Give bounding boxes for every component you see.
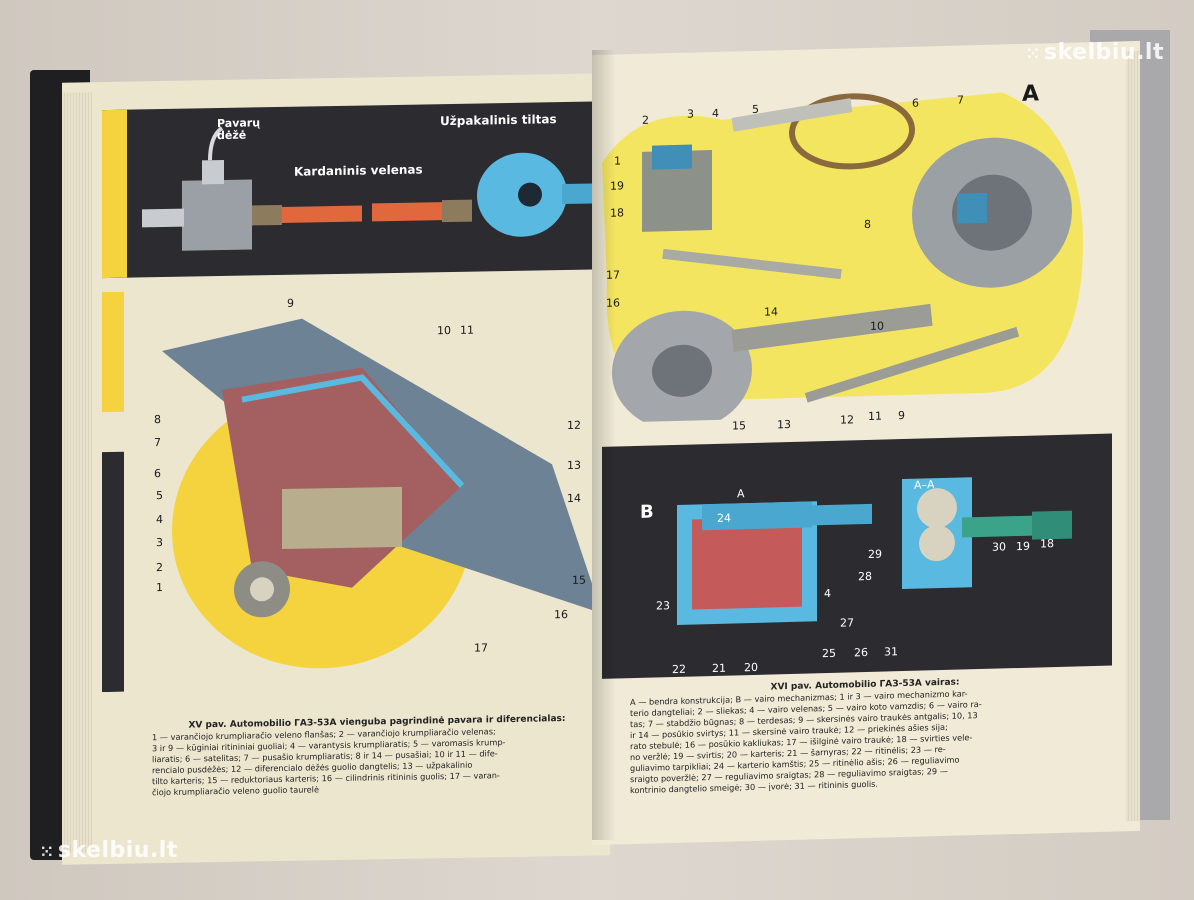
num-2: 2	[156, 561, 163, 575]
num-12: 12	[567, 418, 581, 432]
b-num-21: 21	[712, 661, 726, 676]
a-num-9: 9	[898, 408, 905, 423]
a-num-3: 3	[687, 107, 694, 121]
differential-cutaway	[102, 291, 602, 693]
num-8: 8	[154, 413, 161, 427]
label-gearbox: Pavarų dėžė	[217, 116, 261, 143]
b-num-26: 26	[854, 645, 868, 660]
a-num-15: 15	[732, 419, 746, 433]
a-num-12: 12	[840, 413, 854, 427]
num-13: 13	[567, 458, 581, 472]
num-10: 10	[437, 323, 451, 338]
a-num-13: 13	[777, 417, 791, 432]
label-driveshaft: Kardaninis velenas	[294, 162, 423, 179]
b-num-25: 25	[822, 646, 836, 661]
watermark-top-text: skelbiu.lt	[1044, 40, 1164, 65]
section-b-letter: B	[640, 501, 654, 523]
a-num-6: 6	[912, 96, 919, 110]
b-num-20: 20	[744, 660, 758, 675]
watermark-dots-icon: ⁙	[1026, 44, 1041, 63]
a-num-2: 2	[642, 113, 649, 127]
section-b-panel	[602, 433, 1112, 679]
watermark-dots-icon: ⁙	[40, 842, 54, 861]
drivetrain-panel: Pavarų dėžė Kardaninis velenas Užpakalin…	[102, 101, 600, 279]
watermark-bottom: ⁙skelbiu.lt	[40, 838, 178, 863]
label-rear-axle: Užpakalinis tiltas	[440, 112, 557, 129]
b-num-22: 22	[672, 662, 686, 677]
b-num-28: 28	[858, 569, 872, 584]
caption-left: XV pav. Automobilio ГАЗ-53А vienguba pag…	[152, 713, 602, 798]
a-num-5: 5	[752, 102, 759, 116]
watermark-bottom-text: skelbiu.lt	[57, 838, 178, 863]
b-num-29: 29	[868, 547, 882, 561]
right-page: A 2 3 4 5 6 7 1 19 18 8 17 16 14 10 15 1…	[592, 40, 1140, 846]
a-num-11: 11	[868, 409, 882, 423]
watermark-top: ⁙skelbiu.lt	[1026, 40, 1164, 65]
num-6: 6	[154, 467, 161, 481]
a-num-8: 8	[864, 217, 871, 232]
section-b-arrow-mark: A	[737, 487, 745, 501]
section-a-panel	[602, 70, 1092, 423]
a-num-4: 4	[712, 106, 719, 121]
b-num-19: 19	[1016, 539, 1030, 554]
num-1: 1	[156, 581, 163, 595]
page-edges-right	[1126, 50, 1140, 822]
b-num-18: 18	[1040, 537, 1054, 551]
steering-illustration	[602, 92, 1083, 423]
num-7: 7	[154, 436, 161, 450]
num-5: 5	[156, 489, 163, 503]
b-num-23: 23	[656, 599, 670, 613]
num-17: 17	[474, 641, 488, 655]
num-11: 11	[460, 323, 474, 337]
num-3: 3	[156, 536, 163, 550]
a-num-10: 10	[870, 319, 884, 333]
num-14: 14	[567, 491, 581, 505]
caption-right: XVI pav. Automobilio ГАЗ-53А vairas: A —…	[630, 674, 1100, 796]
drivetrain-illustration	[102, 109, 600, 279]
b-num-30: 30	[992, 540, 1006, 554]
num-4: 4	[156, 513, 163, 527]
page-edges-left	[62, 92, 92, 853]
section-a-letter: A	[1022, 81, 1040, 107]
section-b-mark: A–A	[914, 478, 935, 492]
book-spine-shadow	[592, 50, 616, 840]
b-num-4: 4	[824, 586, 831, 601]
left-page: Pavarų dėžė Kardaninis velenas Užpakalin…	[62, 73, 610, 865]
num-16: 16	[554, 607, 568, 622]
steering-mechanism-illustration	[677, 477, 1072, 625]
b-num-27: 27	[840, 616, 854, 630]
a-num-14: 14	[764, 305, 778, 319]
num-9: 9	[287, 296, 294, 310]
b-num-24: 24	[717, 511, 731, 525]
num-15: 15	[572, 573, 586, 587]
a-num-7: 7	[957, 93, 964, 107]
b-num-31: 31	[884, 645, 898, 659]
